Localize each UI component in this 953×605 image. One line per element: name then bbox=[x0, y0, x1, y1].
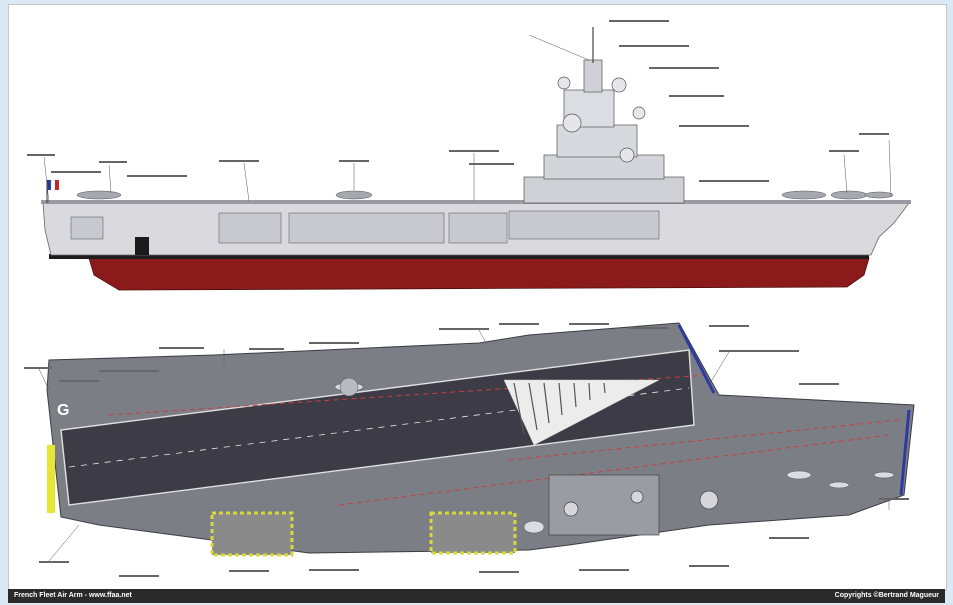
top-view: G bbox=[24, 322, 915, 577]
deck-aircraft-side bbox=[76, 190, 894, 200]
footer-bar: French Fleet Air Arm - www.ffaa.net Copy… bbox=[8, 589, 945, 603]
barrier-grid bbox=[503, 379, 660, 446]
deck-elevators bbox=[210, 511, 517, 557]
blueprint-sheet: G bbox=[8, 4, 947, 591]
hull-underwater bbox=[88, 257, 870, 291]
bow-blue-edge-2 bbox=[899, 409, 911, 496]
gallery-openings bbox=[70, 210, 660, 244]
side-callout-leaders bbox=[43, 34, 892, 204]
side-profile bbox=[27, 20, 911, 291]
bow-blue-edge bbox=[677, 324, 716, 394]
deck-red-lines bbox=[108, 374, 900, 506]
side-callout-text-marks bbox=[27, 20, 889, 182]
boot-top-line bbox=[49, 254, 869, 259]
copyright-credit: Copyrights ©Bertrand Magueur bbox=[834, 592, 939, 599]
flight-deck-edge bbox=[41, 200, 911, 204]
deck-aircraft-top bbox=[334, 377, 895, 534]
top-callout-leaders bbox=[38, 329, 890, 562]
stern-yellow-band bbox=[47, 445, 55, 513]
island-topdown bbox=[548, 474, 719, 536]
stern-door bbox=[135, 237, 149, 255]
deck-marking-letter: G bbox=[57, 402, 69, 419]
island-superstructure bbox=[523, 27, 685, 204]
carrier-drawing: G bbox=[24, 20, 915, 577]
site-credit: French Fleet Air Arm - www.ffaa.net bbox=[14, 592, 132, 599]
top-callout-text-marks bbox=[24, 323, 909, 577]
